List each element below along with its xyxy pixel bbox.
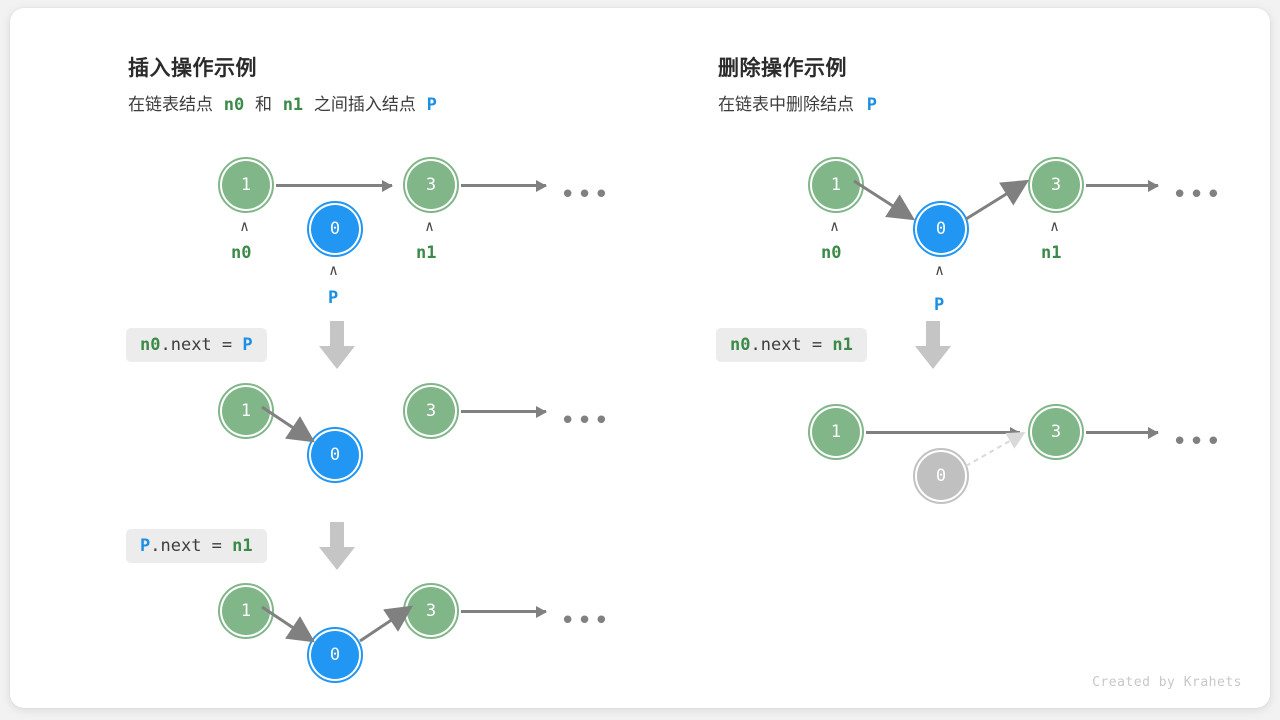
subtitle-text-3: 之间插入结点 — [313, 95, 416, 114]
arrow-n1-to-tail-delete-row2 — [1086, 426, 1159, 439]
caret-icon-p: ∧ — [329, 261, 339, 279]
delete-panel-subtitle: 在链表中删除结点 P — [718, 90, 877, 115]
arrow-n1-to-tail-row2 — [461, 405, 547, 418]
node-p-deleted: 0 — [913, 448, 969, 504]
credit-text: Created by Krahets — [1092, 675, 1242, 690]
code-value: n1 — [832, 335, 853, 355]
node-n0-delete-row2: 1 — [808, 404, 864, 460]
subtitle-ref-p: P — [426, 95, 437, 115]
node-n0-insert-row1: 1 — [218, 157, 274, 213]
code-middle: .next = — [160, 335, 243, 355]
code-target: n0 — [730, 335, 751, 355]
arrow-n1-to-tail-row3 — [461, 605, 547, 618]
subtitle-ref-p: P — [866, 95, 877, 115]
subtitle-ref-n0: n0 — [223, 95, 245, 115]
node-n1-delete-row2: 3 — [1028, 404, 1084, 460]
label-n1: n1 — [1041, 243, 1062, 263]
node-value: 1 — [222, 387, 270, 435]
code-chip-n0-next-p: n0.next = P — [126, 328, 267, 362]
node-value: 1 — [222, 161, 270, 209]
node-n1-insert-row1: 3 — [403, 157, 459, 213]
subtitle-text-1: 在链表中删除结点 — [718, 95, 854, 114]
code-value: n1 — [232, 536, 253, 556]
code-target: P — [140, 536, 151, 556]
arrow-p-to-n1-delete-row1 — [965, 179, 1030, 221]
code-middle: .next = — [150, 536, 233, 556]
label-n0: n0 — [821, 243, 842, 263]
insert-panel-title: 插入操作示例 — [128, 57, 257, 80]
code-target: n0 — [140, 335, 161, 355]
node-p-insert-row1: 0 — [307, 201, 363, 257]
down-arrow-icon-delete-step1 — [915, 321, 951, 369]
subtitle-ref-n1: n1 — [282, 95, 304, 115]
node-p-insert-row3: 0 — [307, 627, 363, 683]
subtitle-text-1: 在链表结点 — [128, 95, 213, 114]
node-value: 0 — [311, 431, 359, 479]
down-arrow-icon-step2 — [319, 522, 355, 570]
node-value: 1 — [812, 408, 860, 456]
arrow-n0-to-n1 — [276, 179, 393, 192]
node-value: 0 — [311, 631, 359, 679]
node-value: 3 — [1032, 161, 1080, 209]
label-p: P — [328, 288, 339, 308]
ellipsis-delete-row1: ••• — [1172, 180, 1223, 210]
caret-icon-p: ∧ — [935, 261, 945, 279]
node-value: 3 — [407, 387, 455, 435]
node-value: 1 — [812, 161, 860, 209]
node-value: 0 — [917, 452, 965, 500]
code-chip-p-next-n1: P.next = n1 — [126, 529, 267, 563]
node-value: 3 — [407, 587, 455, 635]
node-value: 1 — [222, 587, 270, 635]
arrow-p-to-n1-row3 — [359, 605, 413, 643]
subtitle-text-2: 和 — [254, 95, 272, 114]
node-value: 0 — [311, 205, 359, 253]
node-n1-insert-row2: 3 — [403, 383, 459, 439]
caret-icon-n1: ∧ — [1050, 217, 1060, 235]
arrow-n1-to-tail — [461, 179, 547, 192]
node-n0-insert-row3: 1 — [218, 583, 274, 639]
delete-panel-title: 删除操作示例 — [718, 57, 847, 80]
down-arrow-icon-step1 — [319, 321, 355, 369]
caret-icon-n1: ∧ — [425, 217, 435, 235]
node-value: 3 — [1032, 408, 1080, 456]
label-n1: n1 — [416, 243, 437, 263]
arrow-n0-to-p-row3 — [261, 605, 315, 643]
arrow-n1-to-tail-delete-row1 — [1086, 179, 1159, 192]
arrow-deleted-p-to-n1-dashed — [965, 432, 1026, 467]
code-chip-n0-next-n1: n0.next = n1 — [716, 328, 867, 362]
node-n0-delete-row1: 1 — [808, 157, 864, 213]
caret-icon-n0: ∧ — [830, 217, 840, 235]
arrow-n0-to-p-delete-row1 — [853, 179, 916, 221]
node-value: 3 — [407, 161, 455, 209]
node-p-delete-row1: 0 — [913, 201, 969, 257]
label-p: P — [934, 295, 945, 315]
node-value: 0 — [917, 205, 965, 253]
node-p-insert-row2: 0 — [307, 427, 363, 483]
ellipsis-delete-row2: ••• — [1172, 427, 1223, 457]
node-n1-delete-row1: 3 — [1028, 157, 1084, 213]
panel-delete-operation: 删除操作示例 在链表中删除结点 P 1 0 3 ••• ∧ — [600, 8, 1270, 708]
code-value: P — [242, 335, 253, 355]
arrow-n0-to-p-row2 — [261, 405, 315, 443]
label-n0: n0 — [231, 243, 252, 263]
diagram-card: 插入操作示例 在链表结点 n0 和 n1 之间插入结点 P 1 0 3 ••• … — [10, 8, 1270, 708]
panel-insert-operation: 插入操作示例 在链表结点 n0 和 n1 之间插入结点 P 1 0 3 ••• … — [10, 8, 610, 708]
insert-panel-subtitle: 在链表结点 n0 和 n1 之间插入结点 P — [128, 90, 437, 115]
caret-icon-n0: ∧ — [240, 217, 250, 235]
node-n0-insert-row2: 1 — [218, 383, 274, 439]
code-middle: .next = — [750, 335, 833, 355]
